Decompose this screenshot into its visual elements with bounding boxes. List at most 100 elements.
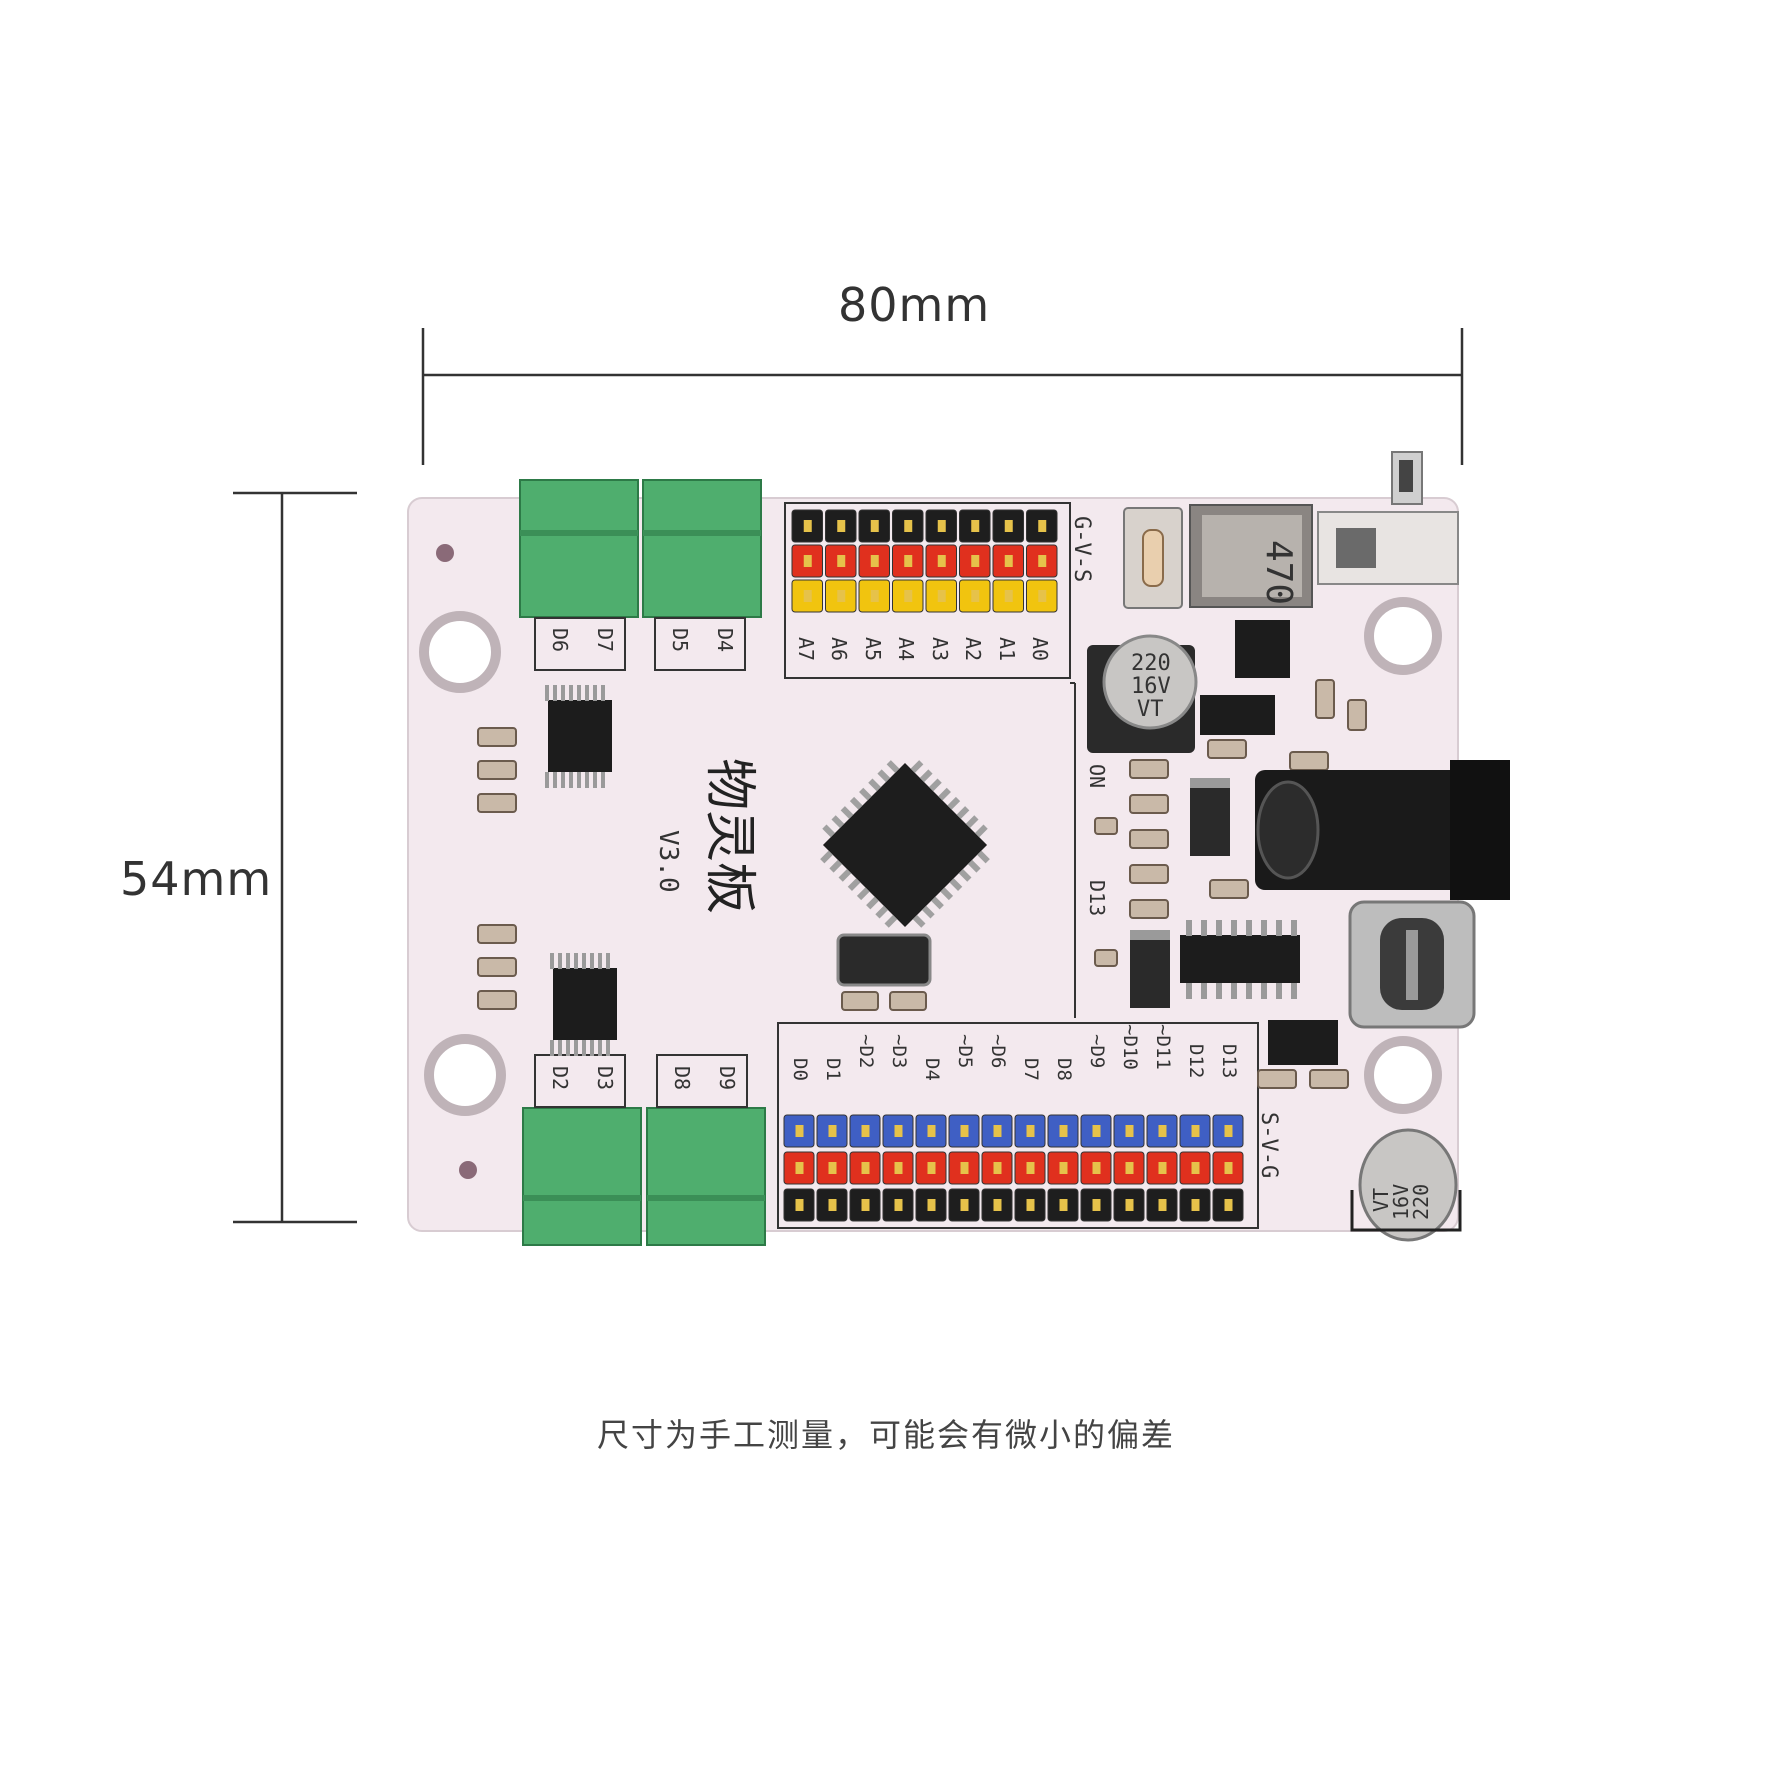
digital-label-d2: ~D2 bbox=[855, 1034, 877, 1068]
terminal-label-d5: D5 bbox=[668, 628, 692, 652]
driver-chip-bottom bbox=[550, 953, 617, 1056]
digital-pin-gnd-contact bbox=[1158, 1199, 1167, 1211]
digital-pin-vcc-contact bbox=[828, 1162, 837, 1174]
analog-pin-signal-contact bbox=[837, 590, 846, 602]
analog-pin-signal-contact bbox=[1004, 590, 1013, 602]
digital-label-d13: D13 bbox=[1218, 1044, 1240, 1078]
digital-pin-signal-contact bbox=[861, 1125, 870, 1137]
terminal-labels-top: D6 D7 D5 D4 bbox=[548, 628, 737, 652]
analog-pin-gnd-contact bbox=[1004, 520, 1013, 532]
digital-pin-signal-contact bbox=[993, 1125, 1002, 1137]
power-switch bbox=[1317, 451, 1459, 585]
analog-pin-gnd-contact bbox=[803, 520, 812, 532]
terminal-block-bottom bbox=[522, 1054, 766, 1246]
digital-pin-vcc-contact bbox=[1059, 1162, 1068, 1174]
digital-pin-labels: D0 D1 ~D2 ~D3 D4 ~D5 ~D6 D7 D8 ~D9 ~D10 … bbox=[789, 1024, 1281, 1178]
digital-pin-vcc-contact bbox=[795, 1162, 804, 1174]
usb-c-port bbox=[1348, 900, 1476, 1029]
capacitor-top-line1: 220 bbox=[1131, 651, 1171, 676]
analog-pin-signal-contact bbox=[971, 590, 980, 602]
top-header-label: G-V-S bbox=[1069, 516, 1094, 582]
capacitor-top-line2: 16V bbox=[1131, 674, 1171, 699]
mounting-holes bbox=[419, 544, 1442, 1179]
digital-pin-signal-contact bbox=[828, 1125, 837, 1137]
digital-pin-gnd-contact bbox=[993, 1199, 1002, 1211]
analog-pin-vcc-contact bbox=[971, 555, 980, 567]
usb-serial-chip bbox=[1180, 920, 1338, 1065]
analog-pin-gnd-contact bbox=[904, 520, 913, 532]
digital-pin-signal-contact bbox=[1059, 1125, 1068, 1137]
digital-pin-signal-contact bbox=[960, 1125, 969, 1137]
analog-label-a1: A1 bbox=[995, 637, 1019, 661]
terminal-label-d8: D8 bbox=[670, 1066, 694, 1090]
analog-pin-vcc-contact bbox=[837, 555, 846, 567]
terminal-label-d4: D4 bbox=[713, 628, 737, 652]
digital-pin-signal-contact bbox=[894, 1125, 903, 1137]
digital-pin-gnd-contact bbox=[1224, 1199, 1233, 1211]
digital-label-d12: D12 bbox=[1185, 1044, 1207, 1078]
crystal bbox=[836, 933, 932, 1011]
digital-label-d3: ~D3 bbox=[888, 1034, 910, 1068]
regulator-chip bbox=[1200, 620, 1290, 735]
terminal-label-d9: D9 bbox=[715, 1066, 739, 1090]
terminal-label-d2: D2 bbox=[548, 1066, 572, 1090]
digital-label-d5: ~D5 bbox=[954, 1034, 976, 1068]
digital-pin-gnd-contact bbox=[1092, 1199, 1101, 1211]
analog-label-a5: A5 bbox=[861, 637, 885, 661]
digital-label-d11: ~D11 bbox=[1152, 1024, 1174, 1070]
height-dimension-line bbox=[233, 491, 357, 1224]
analog-pin-gnd-contact bbox=[870, 520, 879, 532]
analog-label-a3: A3 bbox=[928, 637, 952, 661]
capacitor-bottom: 220 16V VT bbox=[1350, 1128, 1462, 1242]
inductor-label: 470 bbox=[1258, 540, 1299, 605]
digital-label-d4: D4 bbox=[921, 1058, 943, 1081]
analog-pin-signal-contact bbox=[1038, 590, 1047, 602]
measurement-note: 尺寸为手工测量，可能会有微小的偏差 bbox=[596, 1416, 1175, 1454]
analog-pin-signal-contact bbox=[870, 590, 879, 602]
digital-label-d9: ~D9 bbox=[1086, 1034, 1108, 1068]
smd-resistors-left bbox=[477, 727, 517, 1010]
digital-pin-vcc-contact bbox=[993, 1162, 1002, 1174]
digital-pin-vcc-contact bbox=[927, 1162, 936, 1174]
analog-pin-labels: A7 A6 A5 A4 A3 A2 A1 A0 G-V-S bbox=[794, 516, 1094, 661]
digital-label-d8: D8 bbox=[1053, 1058, 1075, 1081]
analog-label-a2: A2 bbox=[961, 637, 985, 661]
digital-pin-gnd-contact bbox=[894, 1199, 903, 1211]
reset-button bbox=[1123, 507, 1183, 609]
digital-pin-signal-contact bbox=[1158, 1125, 1167, 1137]
height-dimension-label: 54mm bbox=[120, 852, 273, 906]
led-label-d13: D13 bbox=[1085, 880, 1109, 916]
led-labels: ON D13 bbox=[1085, 764, 1109, 916]
analog-pin-signal-contact bbox=[937, 590, 946, 602]
digital-pin-gnd-contact bbox=[1125, 1199, 1134, 1211]
analog-label-a0: A0 bbox=[1028, 637, 1052, 661]
digital-pin-vcc-contact bbox=[1191, 1162, 1200, 1174]
analog-pin-gnd-contact bbox=[971, 520, 980, 532]
digital-label-d7: D7 bbox=[1020, 1058, 1042, 1081]
analog-pin-gnd-contact bbox=[837, 520, 846, 532]
analog-pin-vcc-contact bbox=[1038, 555, 1047, 567]
bottom-header-label: S-V-G bbox=[1256, 1112, 1281, 1178]
analog-header bbox=[784, 502, 1071, 679]
driver-chip-top bbox=[545, 685, 612, 788]
digital-pin-vcc-contact bbox=[894, 1162, 903, 1174]
capacitor-bottom-line3: VT bbox=[1369, 1188, 1393, 1212]
digital-pin-vcc-contact bbox=[1224, 1162, 1233, 1174]
digital-pin-gnd-contact bbox=[861, 1199, 870, 1211]
analog-pin-vcc-contact bbox=[937, 555, 946, 567]
digital-label-d6: ~D6 bbox=[987, 1034, 1009, 1068]
digital-label-d0: D0 bbox=[789, 1058, 811, 1081]
digital-pin-signal-contact bbox=[1092, 1125, 1101, 1137]
board-name: 物灵板 bbox=[699, 758, 759, 914]
digital-pin-gnd-contact bbox=[828, 1199, 837, 1211]
digital-pin-vcc-contact bbox=[1125, 1162, 1134, 1174]
terminal-label-d3: D3 bbox=[593, 1066, 617, 1090]
digital-pin-signal-contact bbox=[927, 1125, 936, 1137]
digital-pin-vcc-contact bbox=[960, 1162, 969, 1174]
width-dimension-line bbox=[421, 328, 1464, 465]
analog-label-a7: A7 bbox=[794, 637, 818, 661]
led-label-on: ON bbox=[1085, 764, 1109, 788]
digital-pin-vcc-contact bbox=[861, 1162, 870, 1174]
analog-pin-vcc-contact bbox=[803, 555, 812, 567]
